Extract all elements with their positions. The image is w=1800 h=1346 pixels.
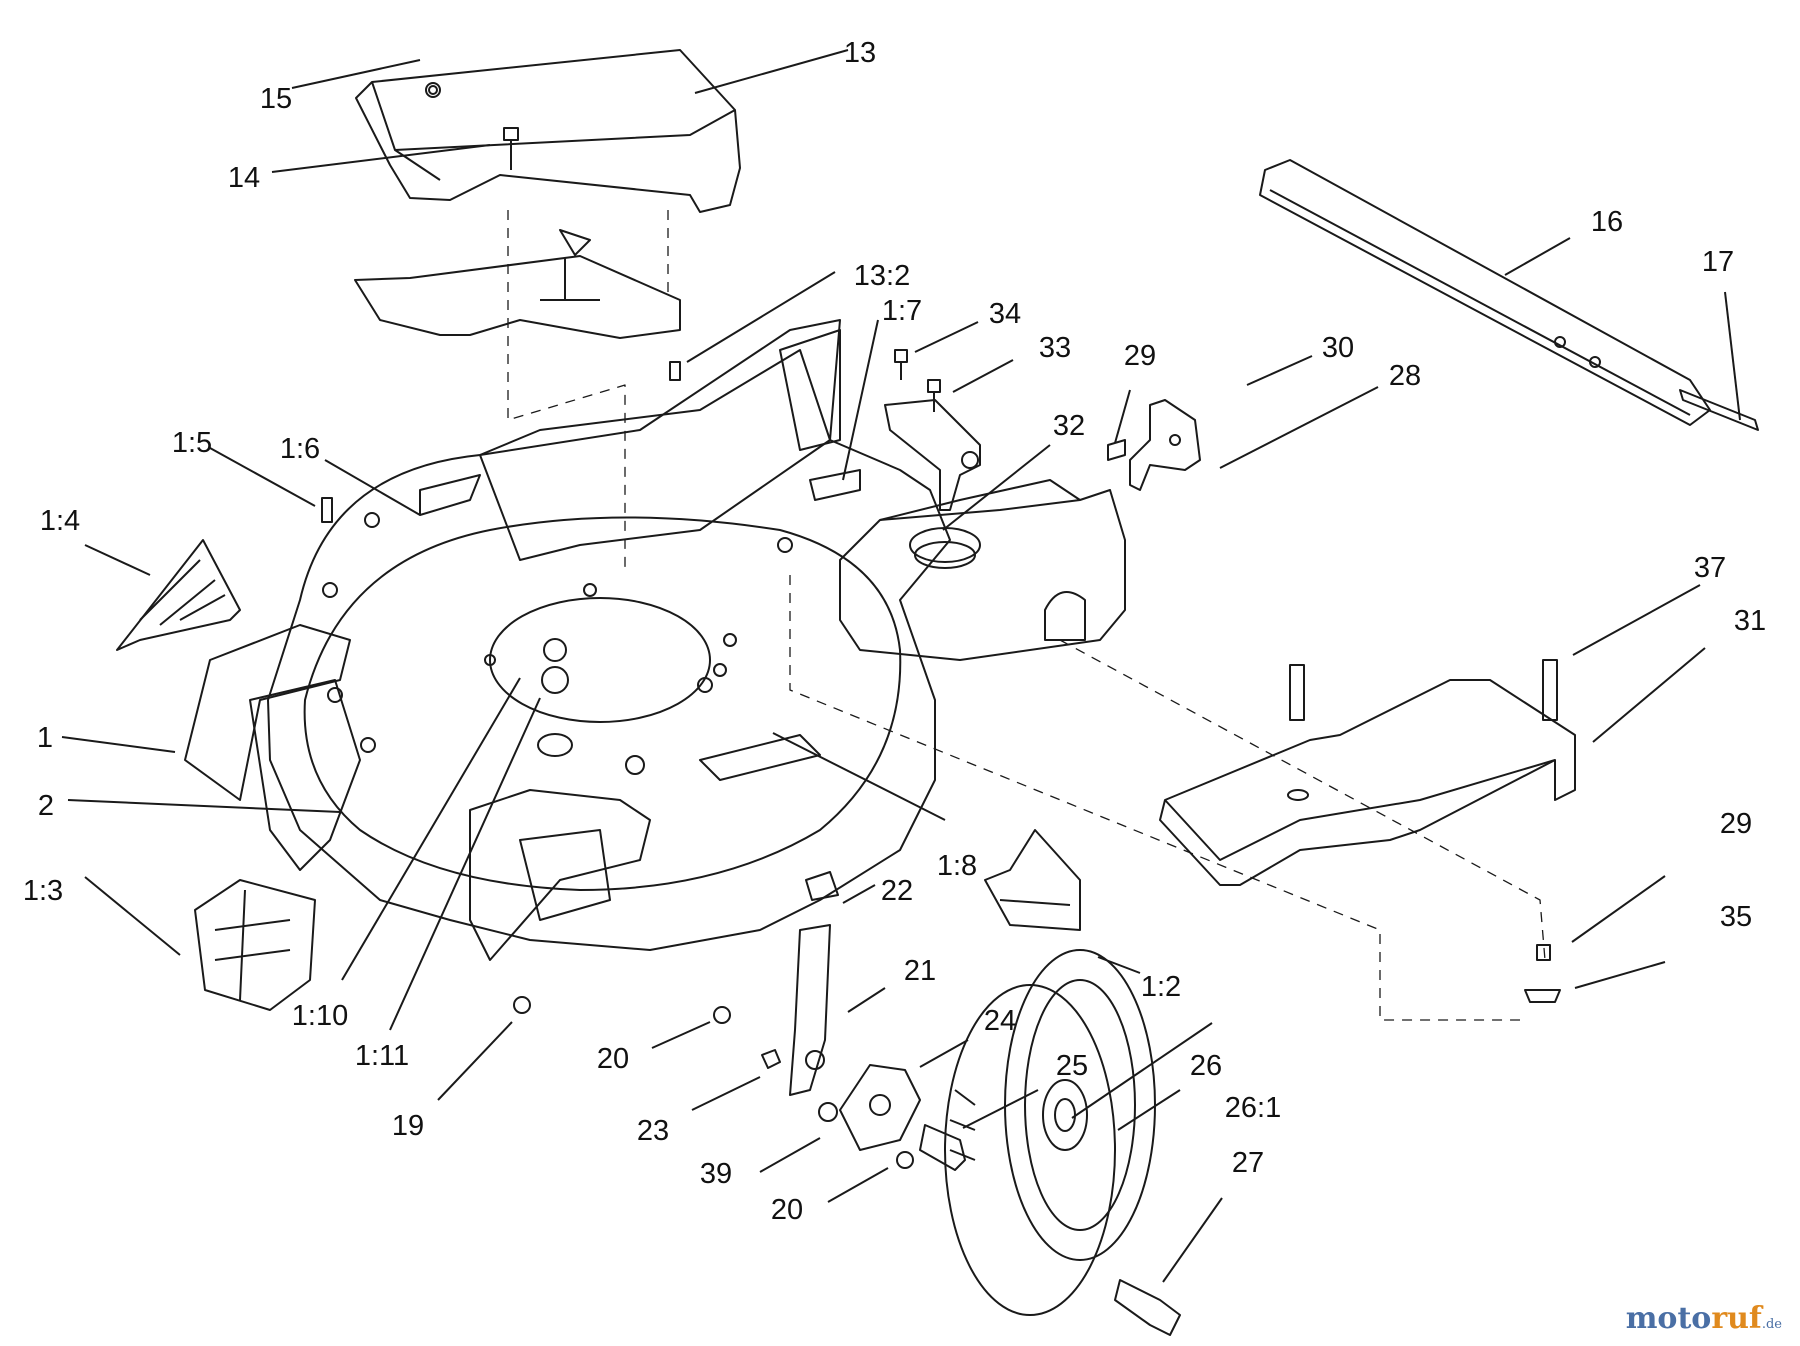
part-label: 14 [228,162,260,194]
part-label: 34 [989,298,1021,330]
part-label: 2 [38,790,54,822]
wheel-bracket [839,1064,921,1151]
clip [805,871,839,901]
side-shield [1159,679,1576,886]
handle-bracket [1129,399,1201,491]
part-label: 13 [844,37,876,69]
part-label: 27 [1232,1147,1264,1179]
height-adjust-bracket [789,924,831,1096]
part-label: 35 [1720,901,1752,933]
shoulder-bolt [1114,1279,1181,1336]
part-label: 25 [1056,1050,1088,1082]
part-label: 1:2 [1141,971,1181,1003]
part-label: 22 [881,875,913,907]
part-label: 33 [1039,332,1071,364]
front-bumper [184,624,351,801]
part-label: 24 [984,1005,1016,1037]
motoruf-watermark-logo: motoruf.de [1625,1301,1782,1336]
part-label: 1:11 [355,1040,409,1072]
part-label: 23 [637,1115,669,1147]
part-label: 31 [1734,605,1766,637]
part-label: 13:2 [854,260,910,292]
part-label: 1:4 [40,505,80,537]
pulley-bracket [884,399,981,511]
front-vent-left [116,539,241,651]
part-label: 26 [1190,1050,1222,1082]
part-label: 17 [1702,246,1734,278]
part-label: 1:3 [23,875,63,907]
part-label: 28 [1389,360,1421,392]
part-label: 32 [1053,410,1085,442]
part-label: 20 [771,1194,803,1226]
deck-skirt [249,679,361,871]
part-label: 26:1 [1225,1092,1281,1124]
mower-deck [267,319,951,951]
part-label: 1:7 [882,295,922,327]
rear-wheel [944,949,1156,1316]
rear-cover [355,49,741,213]
part-label: 1:8 [937,850,977,882]
drive-frame [839,489,1126,661]
part-label: 1:10 [292,1000,348,1032]
part-label: 16 [1591,206,1623,238]
part-label: 1:5 [172,427,212,459]
side-vent-left [194,879,316,1011]
part-label: 39 [700,1158,732,1190]
part-label: 30 [1322,332,1354,364]
guard-rod [1679,389,1759,431]
part-label: 19 [392,1110,424,1142]
hardware [321,85,1561,1169]
part-label: 15 [260,83,292,115]
axle-bolt [919,1124,966,1171]
part-label: 21 [904,955,936,987]
part-label: 37 [1694,552,1726,584]
part-label: 29 [1720,808,1752,840]
baffle [354,255,681,339]
rear-vent [984,829,1081,931]
part-label: 29 [1124,340,1156,372]
part-label: 1 [37,722,53,754]
rear-guard [1259,159,1711,426]
part-label: 20 [597,1043,629,1075]
part-label: 1:6 [280,433,320,465]
part-labels: 15 13 14 13:21:7 34 33 29 30 28 16 17 32 1:5 1:6 1:4 37… [23,37,1766,1226]
